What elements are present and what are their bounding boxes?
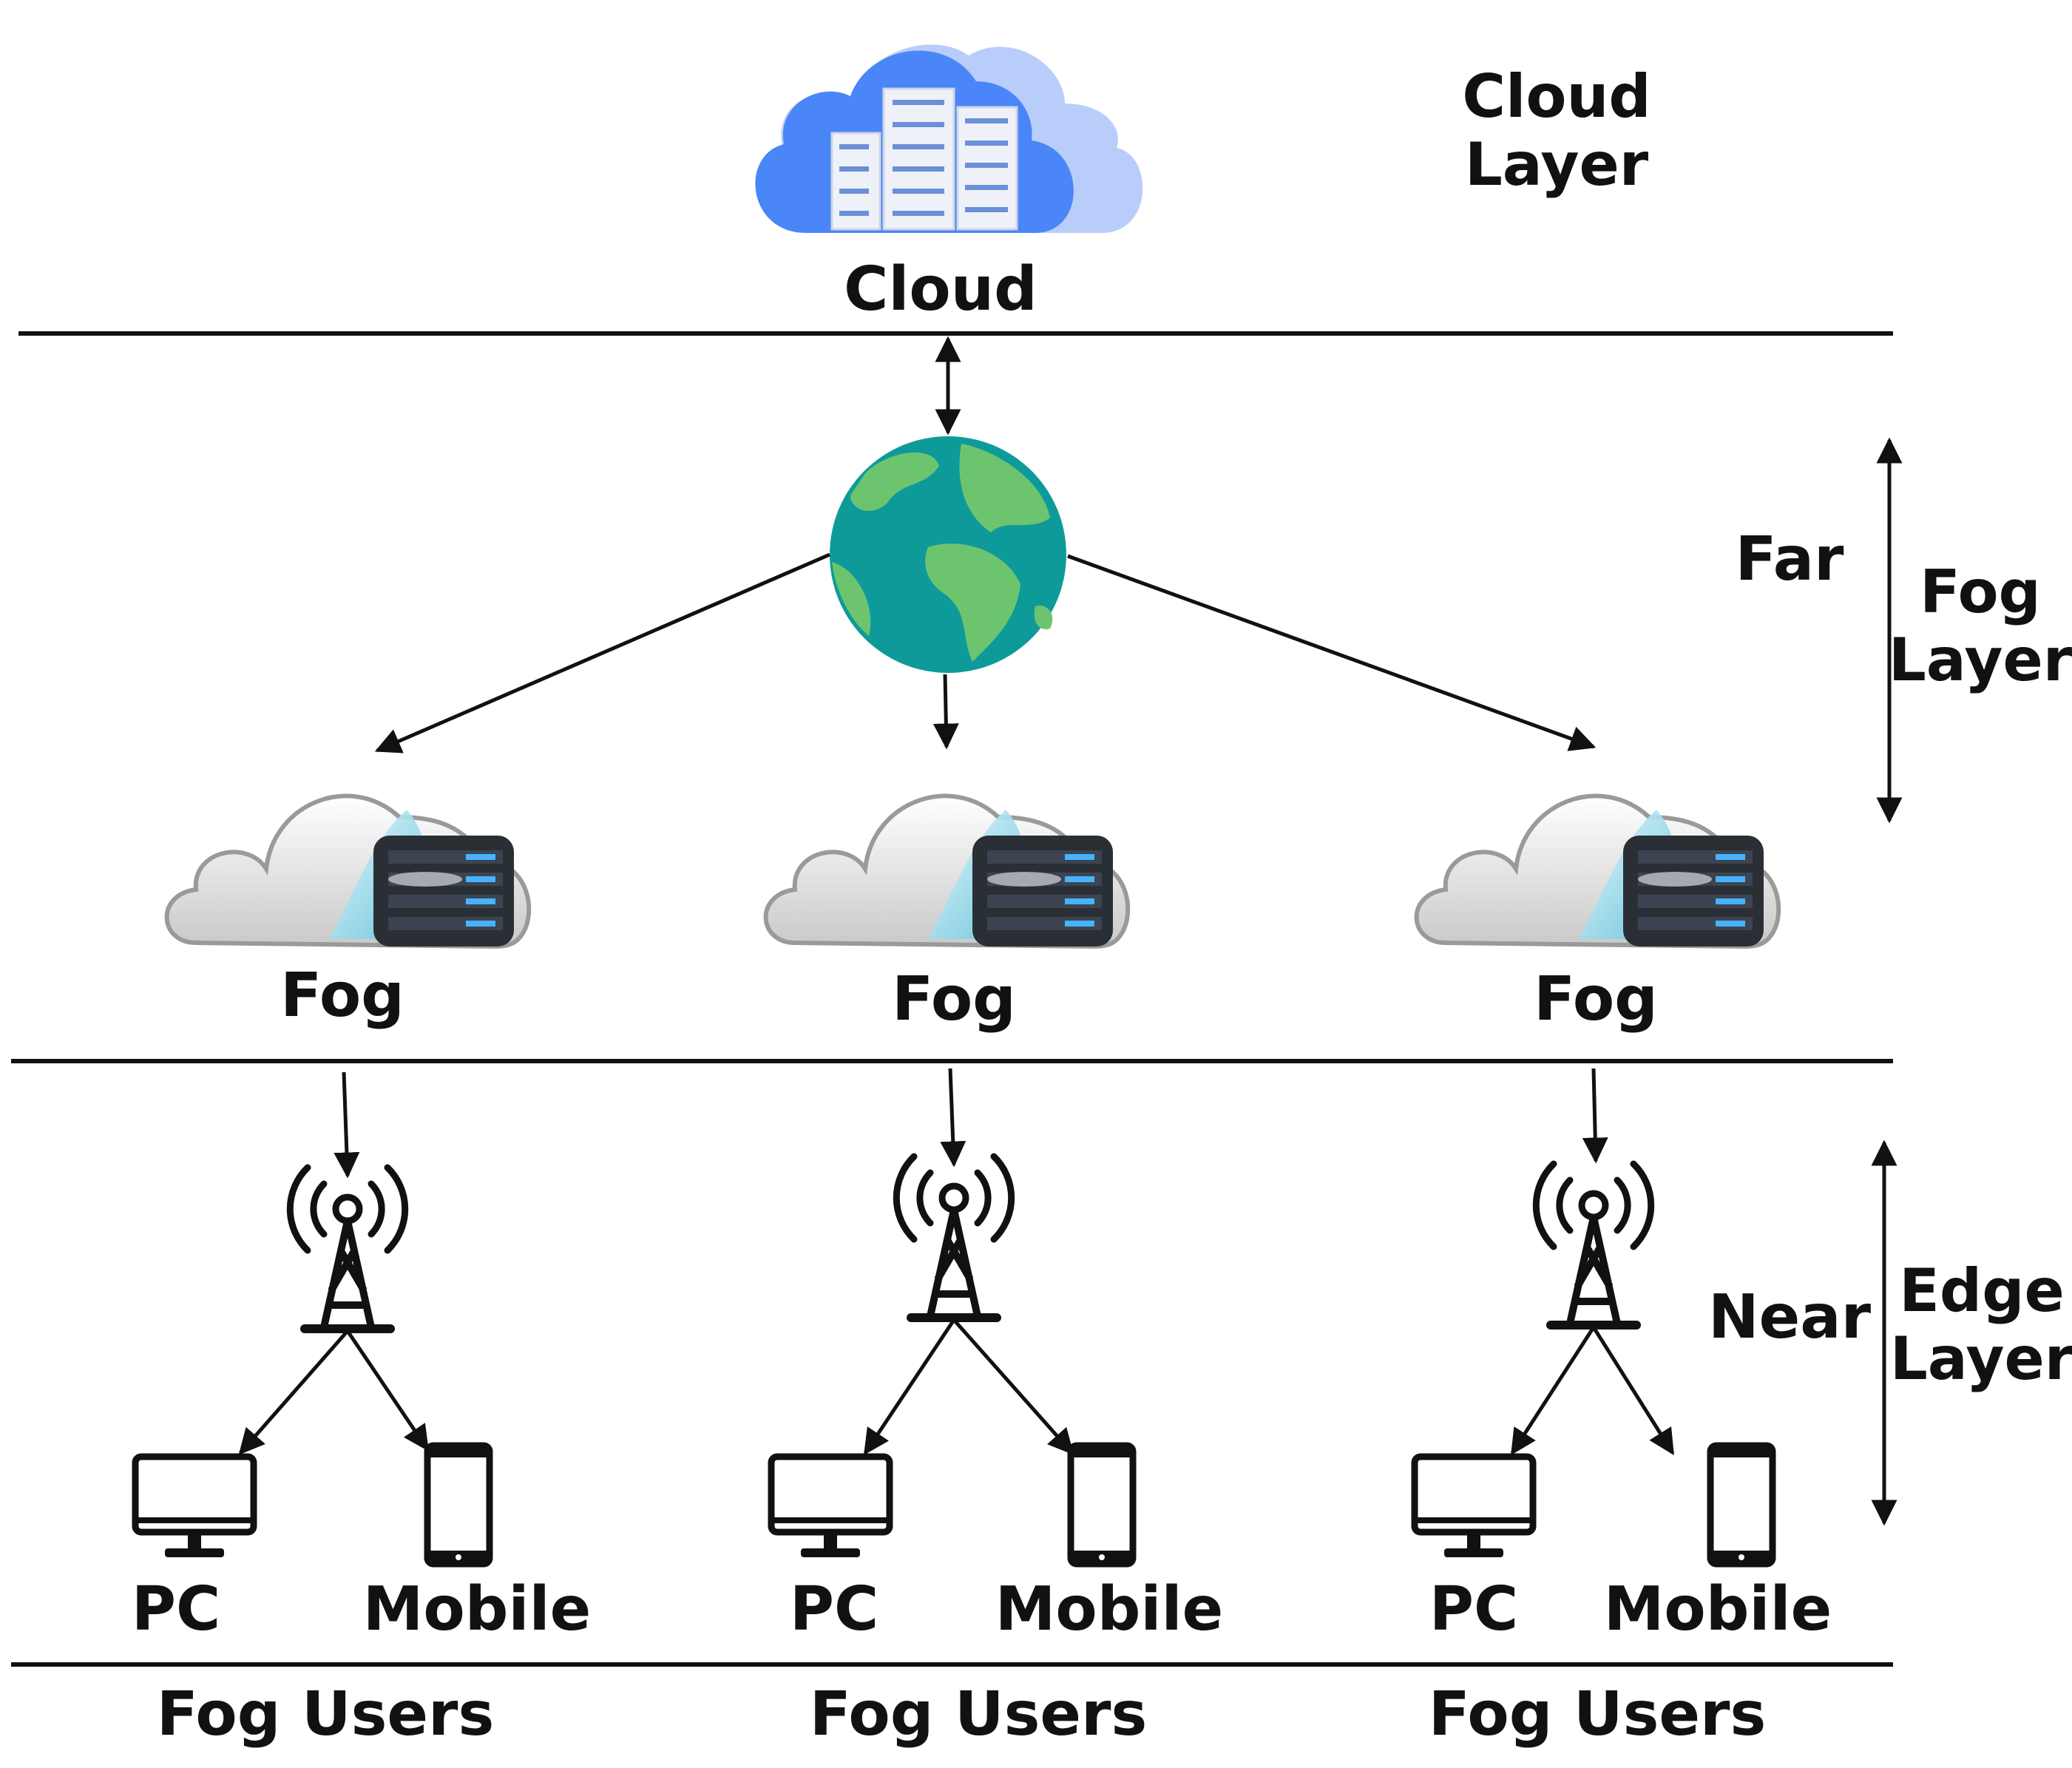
pc-label: PC bbox=[131, 1574, 221, 1645]
cloud-layer-title-line1: Cloud bbox=[1462, 62, 1651, 131]
fog-server-icon bbox=[766, 796, 1128, 946]
cloud-datacenter-icon bbox=[755, 44, 1143, 233]
edge-layer-title: Edge Layer bbox=[1890, 1257, 2072, 1393]
fog-tower-arrow-center bbox=[940, 1068, 966, 1168]
cell-tower-icon bbox=[1536, 1164, 1651, 1325]
edge-layer-title-line1: Edge bbox=[1899, 1256, 2065, 1325]
mobile-label: Mobile bbox=[995, 1574, 1224, 1645]
fog-users-label: Fog Users bbox=[156, 1679, 495, 1750]
globe-fog-arrow-right bbox=[1067, 554, 1597, 751]
fog-tower-arrow-right bbox=[1582, 1068, 1608, 1164]
desktop-pc-icon bbox=[1415, 1457, 1533, 1557]
cloud-layer-title-line2: Layer bbox=[1464, 130, 1649, 199]
tower-mobile-arrow bbox=[345, 1330, 430, 1452]
tower-pc-arrow bbox=[1510, 1326, 1596, 1455]
cloud-node-label: Cloud bbox=[844, 254, 1037, 325]
globe-icon bbox=[830, 436, 1066, 673]
mobile-label: Mobile bbox=[362, 1574, 592, 1645]
near-label: Near bbox=[1707, 1282, 1872, 1352]
mobile-label: Mobile bbox=[1603, 1574, 1832, 1645]
cell-tower-icon bbox=[290, 1168, 404, 1329]
mobile-phone-icon bbox=[427, 1446, 490, 1564]
mobile-phone-icon bbox=[1071, 1446, 1133, 1564]
cloud-layer-title: Cloud Layer bbox=[1462, 63, 1651, 199]
fog-node-label: Fog bbox=[892, 964, 1016, 1034]
mobile-phone-icon bbox=[1710, 1446, 1773, 1564]
desktop-pc-icon bbox=[771, 1457, 890, 1557]
tower-mobile-arrow bbox=[1591, 1326, 1675, 1455]
fog-tower-arrow-left bbox=[334, 1071, 360, 1179]
pc-label: PC bbox=[789, 1574, 879, 1645]
far-label: Far bbox=[1735, 524, 1844, 595]
fog-server-icon bbox=[1417, 796, 1779, 946]
tower-pc-arrow bbox=[863, 1318, 956, 1455]
fog-users-label: Fog Users bbox=[809, 1679, 1148, 1750]
desktop-pc-icon bbox=[135, 1457, 254, 1557]
fog-layer-title-line2: Layer bbox=[1888, 626, 2072, 694]
fog-node-label: Fog bbox=[280, 961, 404, 1031]
fog-layer-title: Fog Layer bbox=[1889, 558, 2072, 694]
fog-node-label: Fog bbox=[1534, 964, 1658, 1034]
edge-layer-title-line2: Layer bbox=[1889, 1324, 2072, 1393]
globe-fog-arrow-left bbox=[374, 552, 830, 753]
globe-fog-arrow-center bbox=[932, 674, 959, 750]
pc-label: PC bbox=[1429, 1574, 1519, 1645]
tower-mobile-arrow bbox=[952, 1318, 1074, 1455]
cell-tower-icon bbox=[896, 1156, 1011, 1318]
fog-server-icon bbox=[167, 796, 529, 946]
fog-users-label: Fog Users bbox=[1428, 1679, 1767, 1750]
fog-layer-title-line1: Fog bbox=[1920, 558, 2041, 626]
tower-pc-arrow bbox=[238, 1330, 349, 1455]
